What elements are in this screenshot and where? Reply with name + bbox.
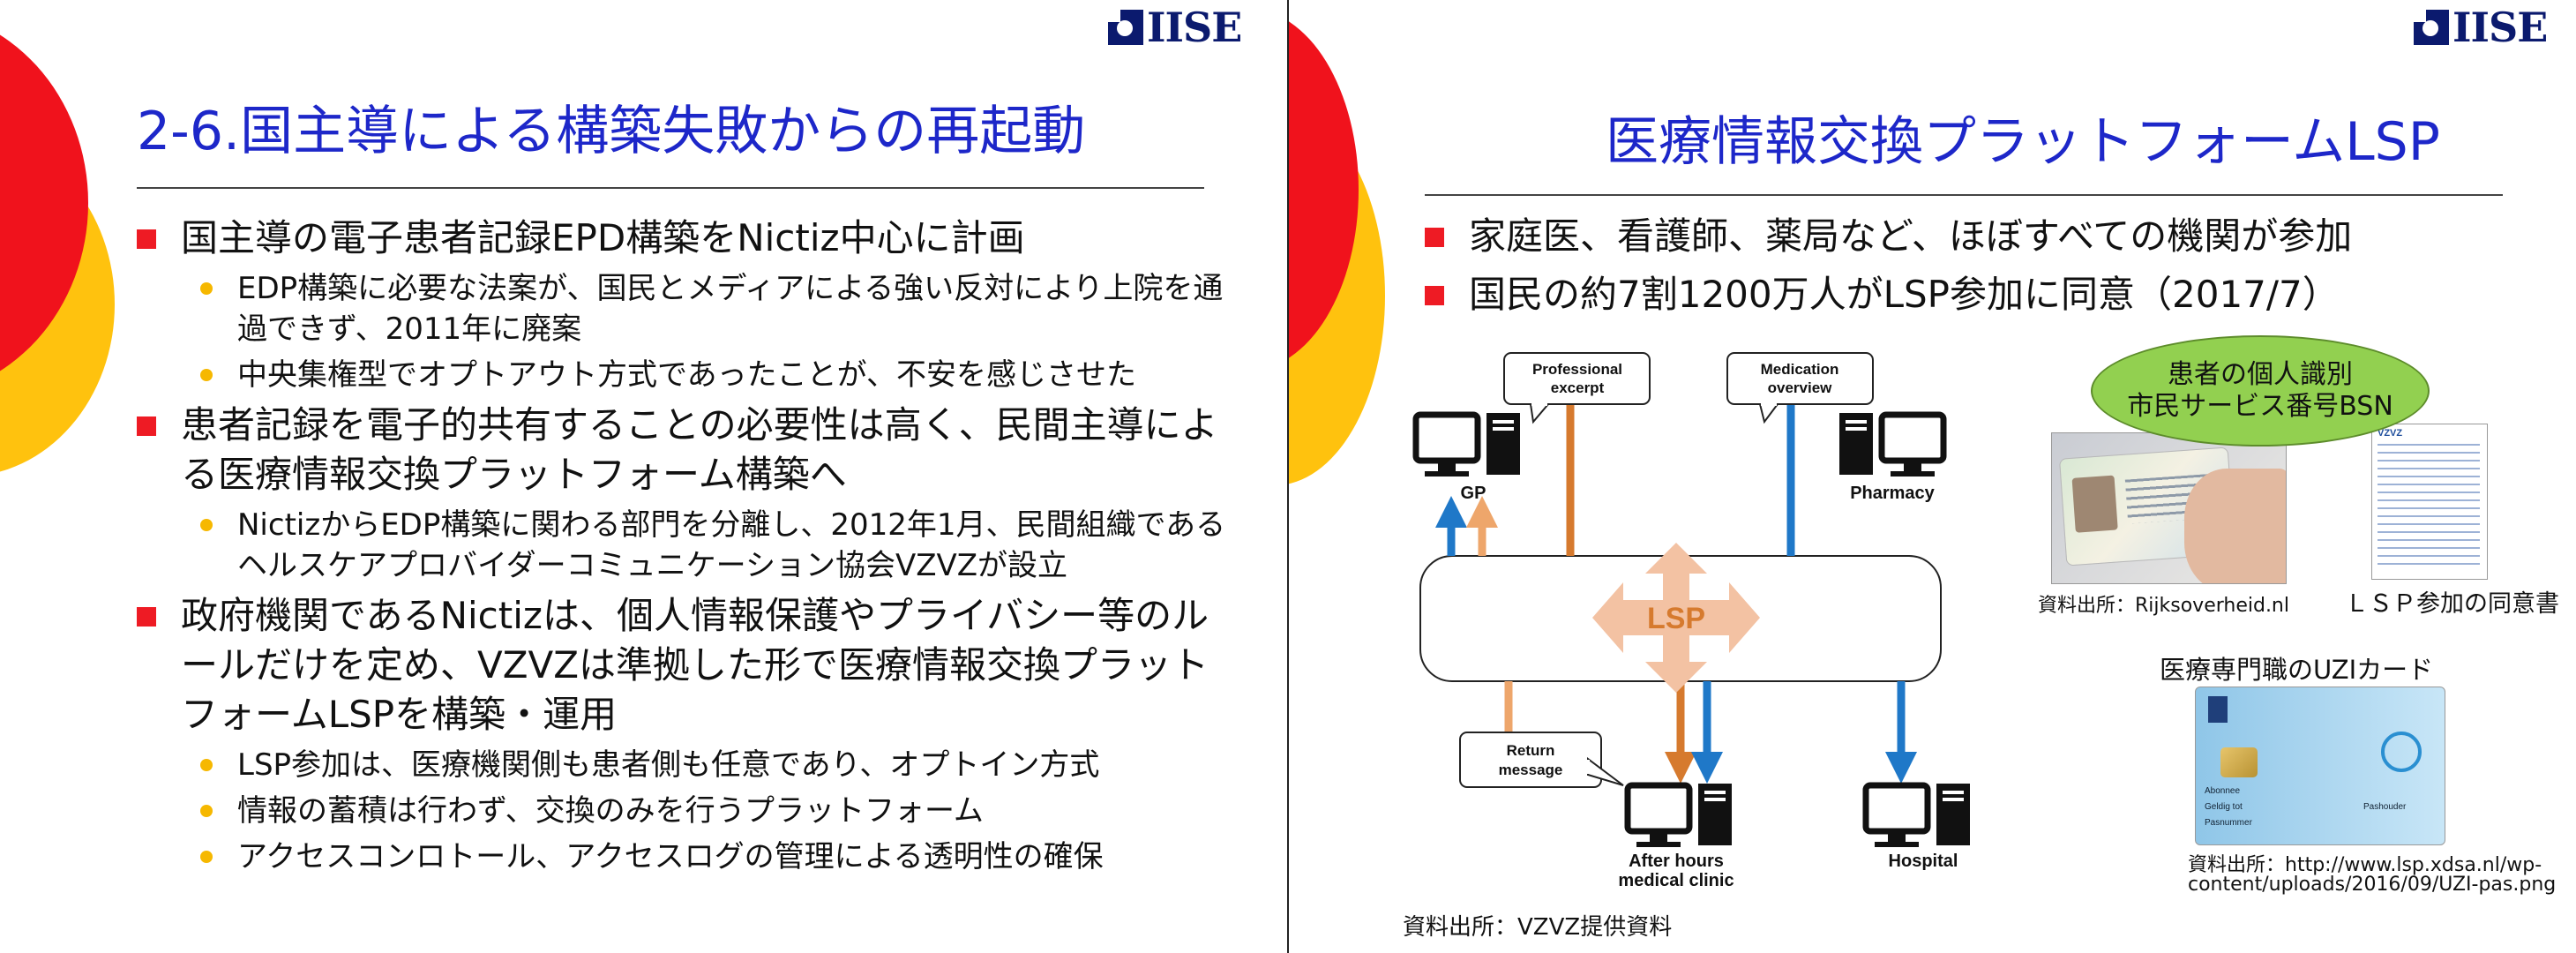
sub-bullet-text: 情報の蓄積は行わず、交換のみを行うプラットフォーム <box>237 793 984 829</box>
bullet-item: 患者記録を電子的共有することの必要性は高く、民間主導による医療情報交換プラットフ… <box>137 401 1231 499</box>
sub-bullet-text: 中央集権型でオプトアウト方式であったことが、不安を感じさせた <box>237 357 1136 393</box>
uzi-source-line1: 資料出所：http://www.lsp.xdsa.nl/wp- <box>2188 854 2542 876</box>
lsp-center-label: LSP <box>1647 602 1705 635</box>
slide-divider <box>1287 0 1289 953</box>
form-lines <box>2378 444 2480 567</box>
sub-bullet-text: EDP構築に必要な法案が、国民とメディアによる強い反対により上院を通過できず、2… <box>237 271 1224 347</box>
round-bullet-icon <box>200 282 213 295</box>
id-portrait <box>2071 475 2118 533</box>
professional-excerpt-line1: Professional <box>1532 361 1622 378</box>
uzi-card-person-icon <box>2381 732 2422 772</box>
sub-bullet-text: NictizからEDP構築に関わる部門を分離し、2012年1月、民間組織であるヘ… <box>237 507 1226 583</box>
bullet-list: 家庭医、看護師、薬局など、ほぼすべての機関が参加 国民の約7割1200万人がLS… <box>1425 212 2536 319</box>
lsp-network-diagram: LSP GP Pharmacy <box>1412 352 1970 890</box>
diagram-source: 資料出所：VZVZ提供資料 <box>1403 914 1673 941</box>
round-bullet-icon <box>200 759 213 771</box>
professional-excerpt-callout <box>1503 352 1651 424</box>
bsn-line2: 市民サービス番号BSN <box>2127 391 2393 422</box>
iise-logo: IISE <box>1108 4 1242 51</box>
bullet-item: 国主導の電子患者記録EPD構築をNictiz中心に計画 <box>137 214 1231 263</box>
bullet-text: 家庭医、看護師、薬局など、ほぼすべての機関が参加 <box>1469 214 2353 258</box>
left-slide: IISE 2-6.国主導による構築失敗からの再起動 国主導の電子患者記録EPD構… <box>0 4 1243 877</box>
title-underline <box>1425 194 2503 196</box>
return-message-line1: Return <box>1507 742 1555 759</box>
sub-bullet-item: NictizからEDP構築に関わる部門を分離し、2012年1月、民間組織であるヘ… <box>137 505 1231 586</box>
logo-mark-icon <box>1108 10 1143 45</box>
id-card-photo <box>2051 432 2287 584</box>
sub-bullet-text: アクセスコンロトール、アクセスログの管理による透明性の確保 <box>237 839 1104 874</box>
professional-excerpt-line2: excerpt <box>1551 379 1605 396</box>
lsp-four-way-arrow <box>1592 543 1760 693</box>
medication-overview-line1: Medication <box>1761 361 1839 378</box>
bsn-line1: 患者の個人識別 <box>2167 359 2353 390</box>
return-message-line2: message <box>1499 762 1563 778</box>
bullet-list: 国主導の電子患者記録EPD構築をNictiz中心に計画 EDP構築に必要な法案が… <box>137 208 1231 877</box>
uzi-title: 医療専門職のUZIカード <box>2160 655 2434 685</box>
slide-title: 医療情報交換プラットフォームLSP <box>1606 111 2440 173</box>
pharmacy-label: Pharmacy <box>1850 484 1935 503</box>
bsn-callout-ellipse: 患者の個人識別 市民サービス番号BSN <box>2091 335 2430 446</box>
bullet-item: 家庭医、看護師、薬局など、ほぼすべての機関が参加 <box>1425 212 2536 261</box>
logo-text: IISE <box>1147 4 1242 51</box>
uzi-label-3: Pasnummer <box>2205 818 2252 828</box>
uzi-label-2: Geldig tot <box>2205 802 2243 812</box>
hospital-computer-icon <box>1862 782 1970 847</box>
after-hours-label-line2: medical clinic <box>1618 871 1734 890</box>
gp-label: GP <box>1461 484 1486 503</box>
uzi-label-1: Abonnee <box>2205 786 2241 796</box>
uzi-source-line2: content/uploads/2016/09/UZI-pas.png <box>2188 874 2557 896</box>
hospital-label: Hospital <box>1889 852 1958 871</box>
iise-logo: IISE <box>2414 4 2548 51</box>
return-message-callout <box>1459 732 1624 788</box>
uzi-label-4: Pashouder <box>2363 802 2407 812</box>
slide-title: 2-6.国主導による構築失敗からの再起動 <box>137 101 1086 162</box>
id-card-source: 資料出所：Rijksoverheid.nl <box>2038 595 2289 617</box>
bullet-text: 国主導の電子患者記録EPD構築をNictiz中心に計画 <box>181 216 1025 259</box>
uzi-card-chip-icon <box>2220 747 2258 777</box>
logo-text: IISE <box>2452 4 2548 51</box>
hand-shape <box>2184 469 2286 583</box>
form-header: VZVZ <box>2378 428 2403 439</box>
sub-bullet-item: アクセスコンロトール、アクセスログの管理による透明性の確保 <box>137 837 1231 877</box>
medication-overview-line2: overview <box>1768 379 1833 396</box>
right-slide: IISE 医療情報交換プラットフォームLSP 家庭医、看護師、薬局など、ほぼすべ… <box>1288 0 2576 953</box>
sub-bullet-text: LSP参加は、医療機関側も患者側も任意であり、オプトイン方式 <box>237 747 1100 783</box>
logo-mark-icon <box>2414 10 2449 45</box>
gp-computer-icon <box>1412 411 1520 476</box>
pharmacy-computer-icon <box>1839 411 1947 476</box>
bullet-item: 国民の約7割1200万人がLSP参加に同意（2017/7） <box>1425 270 2536 319</box>
round-bullet-icon <box>200 851 213 863</box>
title-underline <box>137 187 1204 189</box>
square-bullet-icon <box>1425 228 1444 247</box>
sub-bullet-item: EDP構築に必要な法案が、国民とメディアによる強い反対により上院を通過できず、2… <box>137 268 1231 349</box>
bullet-text: 政府機関であるNictizは、個人情報保護やプライバシー等のルールだけを定め、V… <box>181 594 1209 736</box>
square-bullet-icon <box>1425 286 1444 305</box>
bullet-text: 国民の約7割1200万人がLSP参加に同意（2017/7） <box>1469 273 2340 316</box>
medication-overview-callout <box>1726 352 1874 424</box>
consent-form-caption: ＬＳＰ参加の同意書 <box>2345 590 2559 618</box>
round-bullet-icon <box>200 369 213 381</box>
bullet-item: 政府機関であるNictizは、個人情報保護やプライバシー等のルールだけを定め、V… <box>137 591 1231 739</box>
square-bullet-icon <box>137 229 156 249</box>
sub-bullet-item: 情報の蓄積は行わず、交換のみを行うプラットフォーム <box>137 791 1231 831</box>
round-bullet-icon <box>200 519 213 531</box>
square-bullet-icon <box>137 416 156 436</box>
uzi-card-image: Abonnee Geldig tot Pasnummer Pashouder <box>2195 687 2445 845</box>
uzi-card-emblem-icon <box>2208 696 2228 723</box>
sub-bullet-item: 中央集権型でオプトアウト方式であったことが、不安を感じさせた <box>137 355 1231 395</box>
round-bullet-icon <box>200 805 213 817</box>
sub-bullet-item: LSP参加は、医療機関側も患者側も任意であり、オプトイン方式 <box>137 745 1231 785</box>
square-bullet-icon <box>137 607 156 627</box>
bullet-text: 患者記録を電子的共有することの必要性は高く、民間主導による医療情報交換プラットフ… <box>181 403 1218 496</box>
after-hours-clinic-computer-icon <box>1624 782 1732 847</box>
consent-form-image: VZVZ <box>2371 424 2488 580</box>
after-hours-label-line1: After hours <box>1629 852 1724 871</box>
